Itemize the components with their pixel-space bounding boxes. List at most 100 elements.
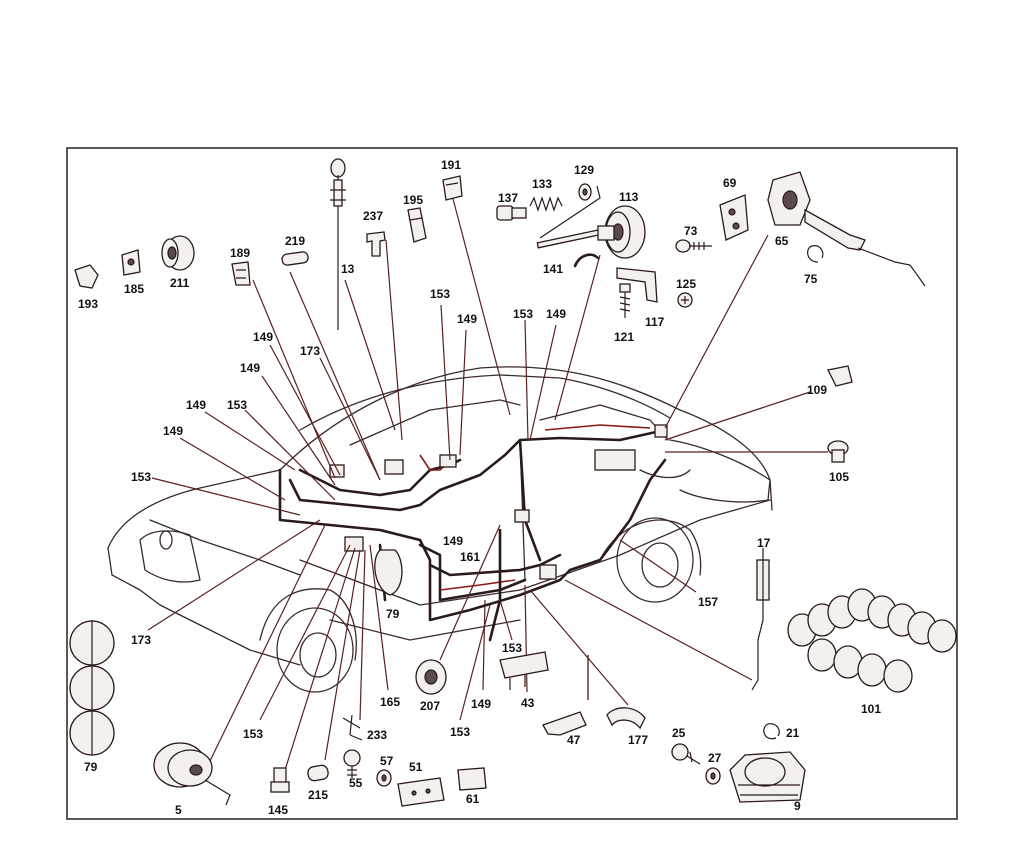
part-109-clip bbox=[827, 365, 853, 387]
part-237-tee bbox=[366, 231, 386, 257]
part-195-clip bbox=[407, 207, 427, 243]
callout-149: 149 bbox=[443, 534, 463, 548]
callout-149: 149 bbox=[471, 697, 491, 711]
car-body bbox=[107, 366, 773, 693]
callout-125: 125 bbox=[676, 277, 696, 291]
callout-193: 193 bbox=[78, 297, 98, 311]
callout-145: 145 bbox=[268, 803, 288, 817]
part-113-actuator bbox=[597, 205, 646, 259]
callout-215: 215 bbox=[308, 788, 328, 802]
leader-lines bbox=[147, 194, 828, 771]
part-133-spring bbox=[529, 196, 563, 212]
callout-153: 153 bbox=[131, 470, 151, 484]
callout-55: 55 bbox=[349, 776, 363, 790]
callout-185: 185 bbox=[124, 282, 144, 296]
part-73-screw bbox=[675, 239, 712, 253]
callout-141: 141 bbox=[543, 262, 563, 276]
part-191-clip bbox=[442, 175, 463, 201]
callout-133: 133 bbox=[532, 177, 552, 191]
callout-153: 153 bbox=[227, 398, 247, 412]
callout-109: 109 bbox=[807, 383, 827, 397]
callout-21: 21 bbox=[786, 726, 800, 740]
callout-211: 211 bbox=[170, 276, 190, 290]
callout-153: 153 bbox=[502, 641, 522, 655]
callout-173: 173 bbox=[131, 633, 151, 647]
part-17-rod bbox=[751, 548, 770, 691]
part-13-rod bbox=[330, 158, 346, 330]
part-9-valve-unit bbox=[729, 751, 806, 803]
part-177-clip bbox=[606, 707, 646, 730]
part-137-screw bbox=[496, 205, 527, 221]
callout-labels: 193 185 211 189 219 13 237 195 191 137 1… bbox=[78, 158, 881, 817]
callout-57: 57 bbox=[380, 754, 394, 768]
callout-51: 51 bbox=[409, 760, 423, 774]
callout-5: 5 bbox=[175, 803, 182, 817]
part-145-fitting bbox=[270, 767, 290, 793]
callout-79: 79 bbox=[386, 607, 400, 621]
callout-153: 153 bbox=[450, 725, 470, 739]
callout-149: 149 bbox=[253, 330, 273, 344]
callout-207: 207 bbox=[420, 699, 440, 713]
part-43-connector bbox=[499, 651, 549, 690]
part-121-screw bbox=[619, 283, 631, 318]
callout-43: 43 bbox=[521, 696, 535, 710]
part-79-spheres bbox=[69, 620, 115, 756]
callout-153: 153 bbox=[243, 727, 263, 741]
part-105-plug bbox=[827, 440, 849, 463]
callout-47: 47 bbox=[567, 733, 581, 747]
callout-237: 237 bbox=[363, 209, 383, 223]
part-69-bracket bbox=[719, 194, 749, 241]
part-125-screw bbox=[677, 292, 693, 308]
vacuum-hoses bbox=[278, 424, 668, 642]
part-193-clip bbox=[74, 264, 99, 289]
callout-153: 153 bbox=[430, 287, 450, 301]
part-185-bracket bbox=[121, 249, 141, 276]
callout-173: 173 bbox=[300, 344, 320, 358]
callout-157: 157 bbox=[698, 595, 718, 609]
callout-61: 61 bbox=[466, 792, 480, 806]
callout-195: 195 bbox=[403, 193, 423, 207]
callout-149: 149 bbox=[163, 424, 183, 438]
callout-113: 113 bbox=[619, 190, 639, 204]
part-141-hose bbox=[536, 227, 608, 268]
part-75-clip bbox=[807, 245, 824, 263]
callout-161: 161 bbox=[460, 550, 480, 564]
callout-79: 79 bbox=[84, 760, 98, 774]
part-117-bracket bbox=[616, 267, 658, 303]
part-55-screw bbox=[343, 749, 361, 778]
part-129-washer bbox=[539, 183, 601, 239]
diagram-frame bbox=[66, 147, 958, 820]
part-61-bracket bbox=[457, 767, 487, 791]
part-5-vacuum-pump bbox=[153, 742, 231, 806]
part-233-tee bbox=[342, 714, 363, 741]
callout-117: 117 bbox=[645, 315, 665, 329]
part-21-clip bbox=[763, 723, 780, 740]
callout-153: 153 bbox=[513, 307, 533, 321]
part-51-plate bbox=[397, 777, 445, 807]
callout-137: 137 bbox=[498, 191, 518, 205]
callout-65: 65 bbox=[775, 234, 789, 248]
part-215-hose bbox=[307, 764, 329, 782]
callout-189: 189 bbox=[230, 246, 250, 260]
callout-165: 165 bbox=[380, 695, 400, 709]
part-65-actuator bbox=[767, 171, 926, 287]
callout-219: 219 bbox=[285, 234, 305, 248]
callout-191: 191 bbox=[441, 158, 461, 172]
part-47-bracket bbox=[542, 711, 587, 736]
callout-101: 101 bbox=[861, 702, 881, 716]
callout-149: 149 bbox=[457, 312, 477, 326]
part-189-fitting bbox=[231, 261, 251, 286]
part-27-washer bbox=[705, 767, 721, 785]
part-25-screw bbox=[671, 743, 701, 765]
callout-17: 17 bbox=[757, 536, 771, 550]
callout-149: 149 bbox=[546, 307, 566, 321]
callout-149: 149 bbox=[186, 398, 206, 412]
callout-177: 177 bbox=[628, 733, 648, 747]
callout-105: 105 bbox=[829, 470, 849, 484]
part-101-hose-bundle bbox=[787, 588, 957, 693]
callout-129: 129 bbox=[574, 163, 594, 177]
callout-233: 233 bbox=[367, 728, 387, 742]
callout-25: 25 bbox=[672, 726, 686, 740]
callout-149: 149 bbox=[240, 361, 260, 375]
